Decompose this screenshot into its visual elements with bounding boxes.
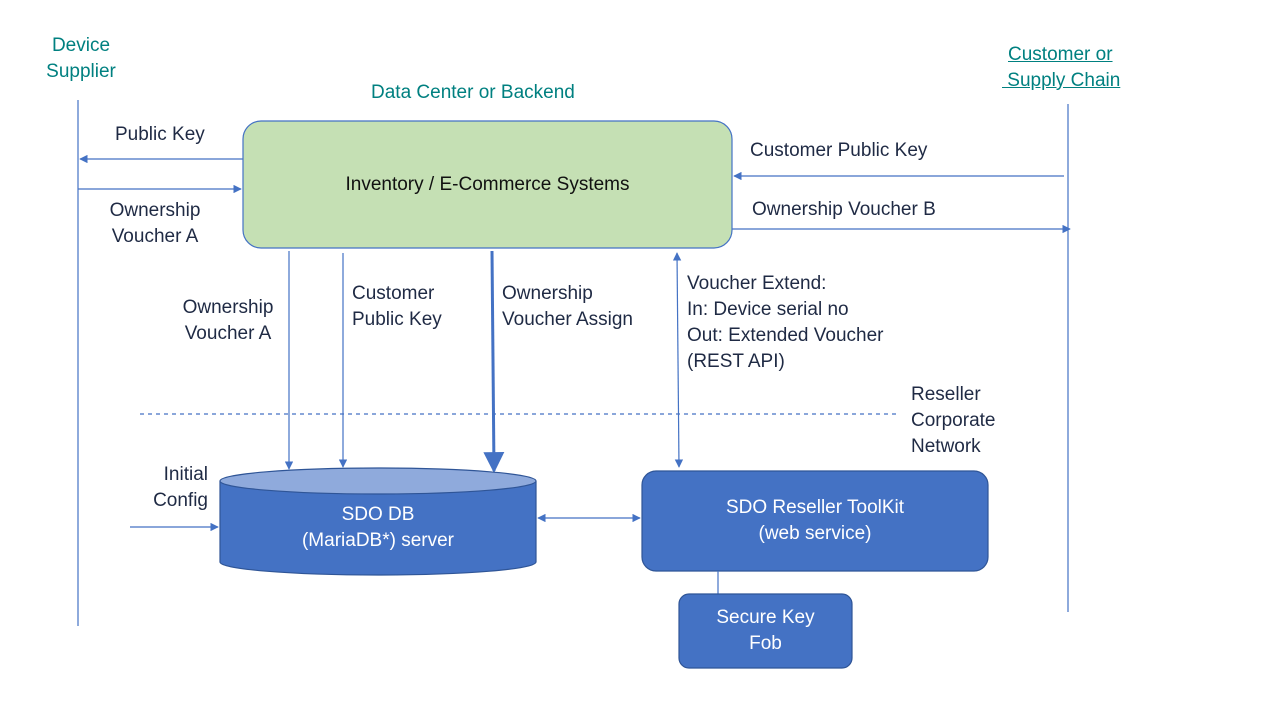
keyfob-box [678, 593, 853, 669]
data-center-label: Data Center or Backend [371, 82, 575, 103]
ownership-voucher-a-mid-line-2: Voucher A [184, 323, 272, 344]
ownership-voucher-assign-arrow [483, 250, 505, 474]
voucher-extend-line-1: Voucher Extend: [687, 273, 827, 294]
sdo-db-label: SDO DB (MariaDB*) server [220, 500, 536, 556]
customer-public-key-mid-line-2: Public Key [352, 309, 442, 330]
keyfob-label: Secure Key Fob [679, 594, 852, 668]
toolkit-line-1: SDO Reseller ToolKit [725, 497, 905, 518]
voucher-extend-label: Voucher Extend: In: Device serial no Out… [687, 271, 883, 375]
inventory-label: Inventory / E-Commerce Systems [345, 173, 630, 195]
customer-public-key-mid-label: Customer Public Key [352, 281, 442, 333]
toolkit-line-2: (web service) [758, 523, 872, 544]
reseller-network-line-1: Reseller [911, 384, 981, 405]
ownership-voucher-a-top-line-1: Ownership [109, 200, 201, 221]
ownership-voucher-b-label: Ownership Voucher B [752, 199, 936, 220]
reseller-network-line-2: Corporate [911, 410, 996, 431]
ownership-voucher-a-top-label: Ownership Voucher A [96, 198, 214, 250]
sdo-db-line-2: (MariaDB*) server [301, 530, 455, 551]
keyfob-line-1: Secure Key [716, 607, 815, 628]
voucher-extend-line-3: Out: Extended Voucher [687, 325, 884, 346]
ownership-voucher-a-mid-label: Ownership Voucher A [170, 295, 286, 347]
device-supplier-line-2: Supplier [46, 61, 116, 82]
voucher-extend-line-2: In: Device serial no [687, 299, 849, 320]
ownership-voucher-assign-line-2: Voucher Assign [502, 309, 633, 330]
sdo-db-line-1: SDO DB [341, 504, 415, 525]
ownership-voucher-a-mid-line-1: Ownership [182, 297, 274, 318]
sdo-db-cylinder [219, 467, 537, 576]
toolkit-box [641, 470, 989, 572]
device-supplier-line-1: Device [51, 35, 111, 56]
reseller-network-line-3: Network [911, 436, 981, 457]
initial-config-line-2: Config [153, 490, 208, 511]
ownership-voucher-assign-line-1: Ownership [502, 283, 593, 304]
ownership-voucher-assign-label: Ownership Voucher Assign [502, 281, 633, 333]
voucher-extend-line-4: (REST API) [687, 351, 785, 372]
initial-config-label: Initial Config [140, 462, 208, 514]
inventory-box [242, 120, 733, 249]
customer-public-key-right-label: Customer Public Key [750, 140, 928, 161]
customer-public-key-mid-line-1: Customer [352, 283, 435, 304]
keyfob-line-2: Fob [749, 633, 782, 654]
voucher-extend-arrow [672, 252, 684, 468]
device-supplier-label: Device Supplier [28, 33, 134, 85]
initial-config-line-1: Initial [163, 464, 208, 485]
customer-line-2: Supply Chain [1002, 70, 1121, 91]
toolkit-label: SDO Reseller ToolKit (web service) [642, 471, 988, 571]
customer-line-1: Customer or [1008, 44, 1113, 65]
reseller-network-label: Reseller Corporate Network [911, 382, 996, 460]
public-key-label: Public Key [115, 124, 205, 145]
ownership-voucher-a-top-line-2: Voucher A [111, 226, 199, 247]
customer-label: Customer or Supply Chain [1002, 42, 1142, 94]
